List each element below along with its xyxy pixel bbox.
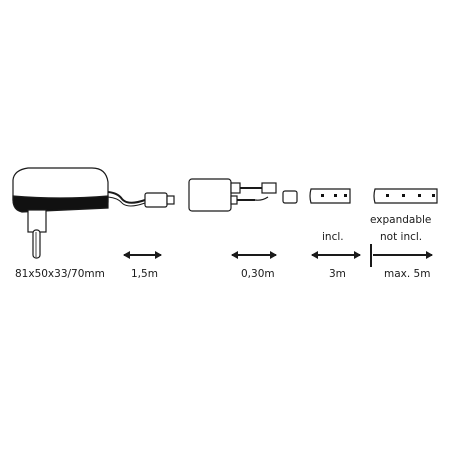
power-adapter-icon [12,167,109,259]
led-strip-included-icon [309,188,351,204]
controller-icon [188,178,298,212]
power-adapter-dimensions-label: 81x50x33/70mm [15,268,105,280]
led-strip-included-length-label: 3m [329,268,346,280]
led-strip-expandable-caption: expandable [370,214,432,226]
adapter-cable-length-label: 1,5m [131,268,158,280]
led-strip-included-caption: incl. [322,231,344,243]
adapter-cable-icon [107,191,175,208]
led-strip-expandable-caption-not-included: not incl. [380,231,423,243]
controller-cable-length-label: 0,30m [241,268,275,280]
led-strip-expandable-length-label: max. 5m [384,268,431,280]
led-strip-expandable-icon [373,188,438,204]
